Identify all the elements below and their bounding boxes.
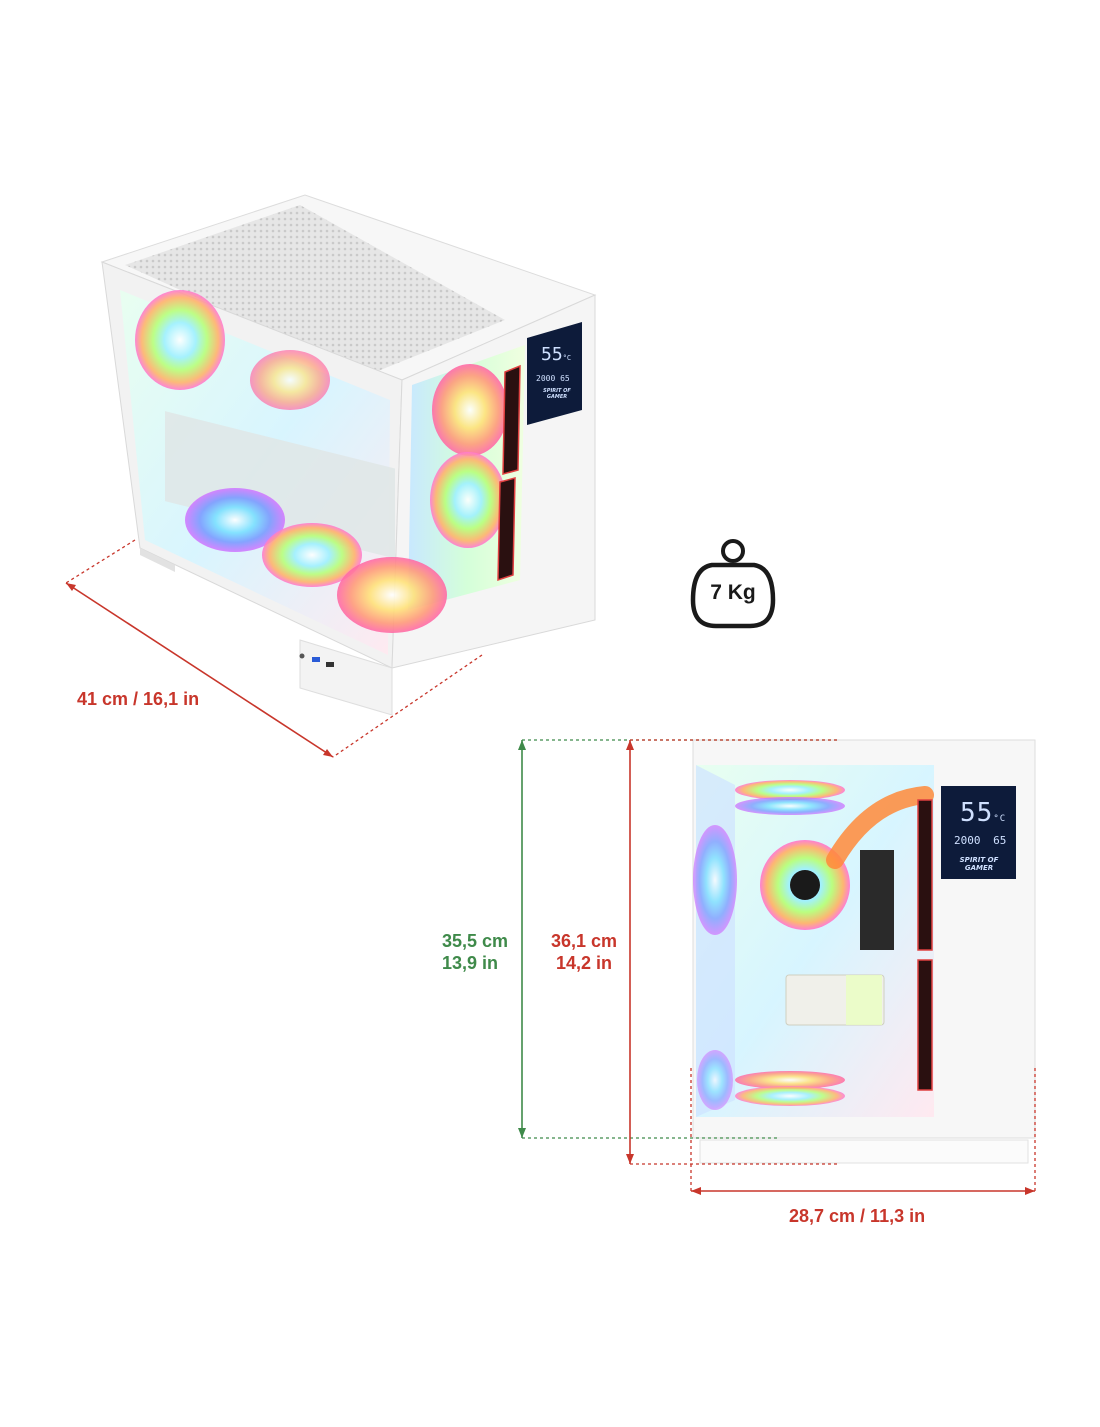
iso-io-panel	[299, 639, 393, 716]
depth-extension-left	[65, 539, 136, 584]
fv-fan-top-2	[735, 797, 845, 815]
weight-label: 7 Kg	[710, 581, 756, 604]
iso-fan-bottom-1	[185, 488, 285, 552]
case-front-view	[692, 739, 1036, 1164]
fv-lcd-temp-unit: °C	[993, 814, 1007, 824]
iso-lcd-screen	[527, 322, 582, 425]
fv-fan-bottom-1	[735, 1071, 845, 1089]
iso-lcd-temp-value: 55	[541, 344, 563, 365]
iso-fan-top-center	[250, 350, 330, 410]
depth-label: 41 cm / 16,1 in	[77, 689, 200, 709]
fv-fan-rear-hub	[790, 870, 820, 900]
fv-gpu-glow	[846, 975, 882, 1025]
iso-lcd-readout-right: 65	[560, 374, 570, 383]
iso-lcd-temp: 55°C	[541, 344, 571, 365]
fv-ram-block	[860, 850, 894, 950]
height-total-in: 14,2 in	[556, 953, 613, 973]
height-body-in: 13,9 in	[442, 953, 499, 973]
front-view-base	[699, 1139, 1029, 1164]
iso-usb-a-port-1	[312, 657, 320, 662]
iso-fan-bottom-3	[337, 557, 447, 633]
fv-light-strip-upper	[917, 799, 933, 951]
fv-fan-bottom-2	[735, 1086, 845, 1106]
depth-extension-right	[332, 654, 483, 758]
height-body-cm: 35,5 cm	[442, 931, 509, 951]
height-total-dimension	[626, 739, 838, 1165]
iso-usb-c-port	[299, 653, 305, 659]
height-total-cm: 36,1 cm	[551, 931, 618, 951]
iso-fan-bottom-2	[262, 523, 362, 587]
front-view-glass	[696, 765, 934, 1117]
iso-lcd-readouts: 2000 65	[536, 374, 570, 383]
red-arrow-bottom	[626, 1154, 634, 1164]
fv-fan-side-lower	[697, 1050, 733, 1110]
fv-light-strip-lower	[917, 959, 933, 1091]
fv-fan-side-upper	[693, 825, 737, 935]
depth-arrow-end	[323, 749, 333, 757]
width-arrow-right	[1025, 1187, 1035, 1195]
iso-usb-a-port-2	[326, 662, 334, 667]
depth-dimension	[65, 539, 483, 758]
iso-lcd-readout-left: 2000	[536, 374, 556, 383]
weight-bag-icon	[690, 539, 776, 629]
iso-fan-front-bottom	[430, 452, 506, 548]
case-isometric-view	[100, 194, 597, 716]
iso-lcd-brand: SPIRIT OF GAMER	[543, 388, 571, 400]
depth-arrow-start	[66, 583, 76, 591]
green-arrow-bottom	[518, 1128, 526, 1138]
width-dimension	[690, 1068, 1036, 1195]
green-arrow-top	[518, 740, 526, 750]
iso-light-strip-lower	[497, 477, 516, 582]
width-arrow-left	[691, 1187, 701, 1195]
fv-cooling-tube	[826, 786, 934, 869]
iso-fan-top-left	[135, 290, 225, 390]
red-arrow-top	[626, 740, 634, 750]
iso-lcd-temp-unit: °C	[562, 354, 572, 362]
fv-lcd-temp-value: 55	[960, 798, 994, 828]
iso-fan-front-top	[432, 364, 508, 456]
fv-lcd-readout-left: 2000	[954, 834, 981, 847]
fv-lcd-readouts: 2000 65	[954, 834, 1006, 847]
height-body-label: 35,5 cm 13,9 in	[442, 930, 508, 974]
height-total-label: 36,1 cm 14,2 in	[551, 930, 617, 974]
iso-gpu	[165, 411, 395, 559]
fv-lcd-temp: 55°C	[960, 798, 1006, 828]
fv-lcd-screen	[941, 786, 1016, 879]
fv-fan-top-1	[735, 780, 845, 800]
fv-lcd-brand: SPIRIT OF GAMER	[959, 856, 999, 872]
top-mesh-grille	[125, 205, 505, 375]
iso-foot-left	[140, 548, 175, 572]
fv-lcd-readout-right: 65	[993, 834, 1007, 847]
iso-light-strip-upper	[502, 364, 521, 475]
width-label: 28,7 cm / 11,3 in	[789, 1206, 926, 1226]
depth-measure-line	[65, 582, 334, 758]
